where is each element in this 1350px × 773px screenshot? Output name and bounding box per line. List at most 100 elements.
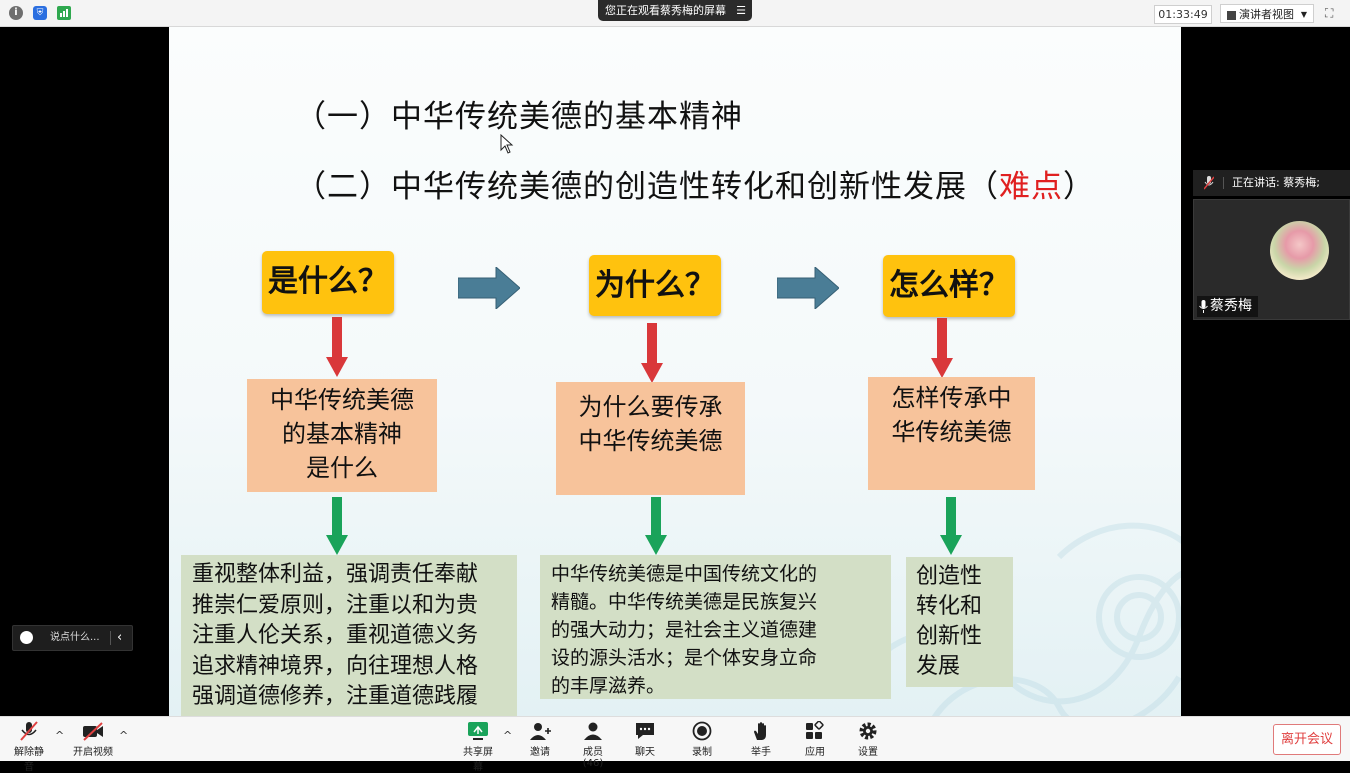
- right-arrow-icon: [458, 267, 520, 309]
- answer-line: 为什么要传承: [578, 393, 723, 421]
- banner-menu-icon[interactable]: ☰: [736, 4, 746, 17]
- heading2-main: （二）中华传统美德的创造性转化和创新性发展（: [295, 169, 999, 205]
- mouse-cursor-icon: [500, 134, 514, 154]
- chevron-left-icon[interactable]: ‹: [117, 630, 123, 645]
- shared-screen-slide: （一）中华传统美德的基本精神 （二）中华传统美德的创造性转化和创新性发展（难点）…: [169, 27, 1181, 716]
- answer-line: 华传统美德: [891, 418, 1012, 446]
- emoji-icon[interactable]: [20, 631, 33, 644]
- detail-why-box: 中华传统美德是中国传统文化的 精髓。中华传统美德是民族复兴 的强大动力；是社会主…: [540, 555, 891, 699]
- detail-line: 设的源头活水；是个体安身立命: [551, 647, 818, 669]
- detail-line: 创造性: [916, 564, 983, 589]
- detail-line: 中华传统美德是中国传统文化的: [551, 563, 818, 585]
- fullscreen-icon[interactable]: ⛶: [1325, 6, 1334, 20]
- answer-line: 是什么: [306, 454, 378, 482]
- invite-button[interactable]: 邀请: [528, 721, 552, 758]
- detail-line: 重视整体利益，强调责任奉献: [192, 562, 479, 587]
- unmute-label: 解除静音: [14, 747, 44, 773]
- detail-what-box: 重视整体利益，强调责任奉献 推崇仁爱原则，注重以和为贵 注重人伦关系，重视道德义…: [181, 555, 517, 716]
- chat-button[interactable]: 聊天: [633, 721, 657, 758]
- divider: [110, 631, 111, 645]
- divider: [1223, 177, 1224, 189]
- signal-icon[interactable]: [57, 6, 71, 20]
- video-off-icon: [83, 722, 103, 741]
- active-speaker-label: 正在讲话: 蔡秀梅;: [1232, 176, 1320, 189]
- share-screen-label: 共享屏幕: [463, 747, 493, 773]
- detail-line: 转化和: [916, 594, 983, 619]
- down-arrow-icon: [940, 497, 962, 555]
- settings-label: 设置: [858, 747, 878, 758]
- heading2-end: ）: [1063, 169, 1095, 205]
- view-mode-dropdown[interactable]: 演讲者视图 ▼: [1220, 4, 1314, 23]
- detail-line: 注重人伦关系，重视道德义务: [192, 623, 479, 648]
- leave-meeting-button[interactable]: 离开会议: [1273, 724, 1341, 755]
- record-label: 录制: [692, 747, 712, 758]
- detail-line: 的强大动力；是社会主义道德建: [551, 619, 818, 641]
- down-arrow-icon: [645, 497, 667, 555]
- down-arrow-icon: [326, 317, 348, 377]
- start-video-label: 开启视频: [73, 747, 113, 758]
- shield-icon[interactable]: ⛨: [33, 6, 47, 20]
- info-icon[interactable]: i: [9, 6, 23, 20]
- quick-chat-box[interactable]: 说点什么... ‹: [12, 625, 133, 651]
- down-arrow-icon: [326, 497, 348, 555]
- answer-what-box: 中华传统美德 的基本精神 是什么: [247, 379, 437, 492]
- apps-icon: [806, 721, 824, 739]
- down-arrow-icon: [641, 323, 663, 383]
- answer-line: 中华传统美德: [578, 427, 723, 455]
- settings-button[interactable]: 设置: [856, 721, 880, 758]
- unmute-button[interactable]: 解除静音: [10, 721, 48, 773]
- answer-line: 怎样传承中: [891, 384, 1012, 412]
- participant-name: 蔡秀梅: [1210, 298, 1252, 314]
- chat-input-placeholder[interactable]: 说点什么...: [50, 632, 100, 643]
- record-button[interactable]: 录制: [690, 721, 714, 758]
- chevron-up-icon[interactable]: ^: [503, 729, 513, 742]
- raise-hand-label: 举手: [751, 747, 771, 758]
- apps-button[interactable]: 应用: [803, 721, 827, 758]
- view-mode-label: 演讲者视图: [1239, 8, 1294, 21]
- add-user-icon: [530, 723, 551, 740]
- participant-video-tile[interactable]: 蔡秀梅: [1193, 199, 1350, 320]
- share-banner[interactable]: 您正在观看蔡秀梅的屏幕 ☰: [598, 0, 752, 21]
- active-speaker-bar: 正在讲话: 蔡秀梅;: [1193, 170, 1350, 196]
- start-video-button[interactable]: 开启视频: [73, 721, 113, 758]
- detail-line: 发展: [916, 654, 961, 679]
- members-label: 成员(46): [582, 747, 604, 769]
- chevron-up-icon[interactable]: ^: [55, 729, 65, 742]
- answer-line: 的基本精神: [282, 420, 402, 448]
- detail-line: 推崇仁爱原则，注重以和为贵: [192, 592, 479, 618]
- share-screen-button[interactable]: 共享屏幕: [459, 721, 497, 773]
- share-screen-icon: [468, 722, 488, 740]
- invite-label: 邀请: [530, 747, 550, 758]
- heading-transformation: （二）中华传统美德的创造性转化和创新性发展（难点）: [295, 161, 1095, 206]
- avatar: [1270, 221, 1329, 280]
- heading-basic-spirit: （一）中华传统美德的基本精神: [295, 99, 743, 135]
- answer-how-box: 怎样传承中 华传统美德: [868, 377, 1035, 490]
- members-button[interactable]: 成员(46): [573, 721, 613, 769]
- question-what-box: 是什么？: [262, 251, 394, 314]
- gear-icon: [859, 722, 877, 740]
- mic-icon: [1199, 299, 1208, 313]
- chat-icon: [636, 723, 654, 739]
- members-icon: [584, 722, 602, 740]
- right-arrow-icon: [777, 267, 839, 309]
- chat-label: 聊天: [635, 747, 655, 758]
- raise-hand-button[interactable]: 举手: [749, 721, 773, 758]
- detail-how-box: 创造性 转化和 创新性 发展: [906, 557, 1013, 687]
- answer-line: 中华传统美德: [270, 386, 414, 414]
- detail-line: 追求精神境界，向往理想人格: [192, 653, 479, 679]
- chevron-down-icon: ▼: [1300, 10, 1307, 19]
- chevron-up-icon[interactable]: ^: [119, 729, 129, 742]
- top-bar: i ⛨ 您正在观看蔡秀梅的屏幕 ☰ 01:33:49 演讲者视图 ▼ ⛶: [0, 0, 1350, 27]
- detail-line: 创新性: [916, 624, 983, 649]
- record-icon: [692, 721, 712, 741]
- detail-line: 精髓。中华传统美德是民族复兴: [551, 591, 818, 613]
- share-banner-text: 您正在观看蔡秀梅的屏幕: [605, 4, 726, 17]
- hand-icon: [754, 722, 766, 740]
- answer-why-box: 为什么要传承 中华传统美德: [556, 382, 745, 495]
- mic-muted-icon: [1204, 176, 1214, 190]
- detail-line: 的丰厚滋养。: [551, 675, 666, 697]
- question-why-box: 为什么？: [589, 255, 721, 316]
- meeting-toolbar: 解除静音 ^ 开启视频 ^ 共享屏幕 ^ 邀请 成员(46): [0, 716, 1350, 773]
- participant-name-tag: 蔡秀梅: [1197, 296, 1258, 317]
- layout-icon: [1227, 10, 1236, 20]
